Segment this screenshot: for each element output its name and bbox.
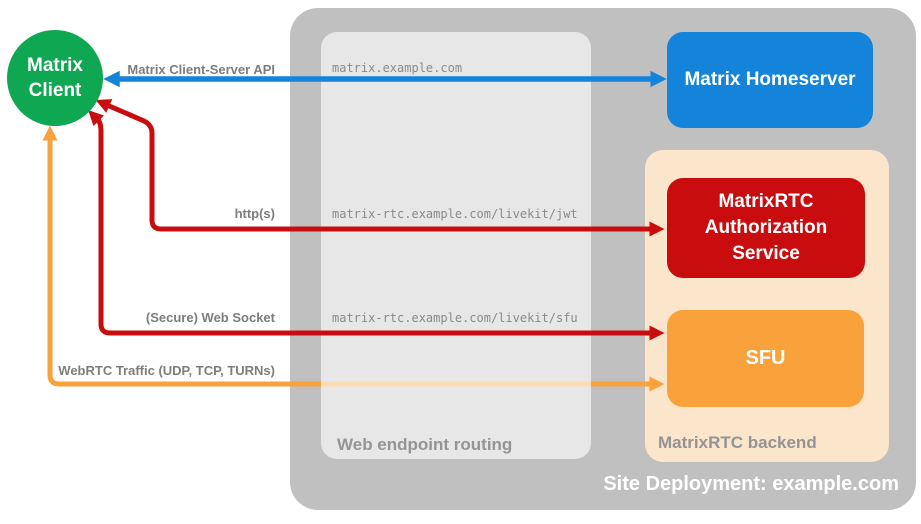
- https-arrow-label: http(s): [234, 206, 275, 221]
- client-server-api-arrow-label: Matrix Client-Server API: [127, 62, 275, 77]
- site-deployment-label: Site Deployment: example.com: [603, 473, 899, 495]
- endpoint-url-livekit-jwt: matrix-rtc.example.com/livekit/jwt: [332, 207, 578, 221]
- matrix-homeserver-label: Matrix Homeserver: [684, 69, 856, 90]
- sfu-node: SFU: [667, 310, 864, 407]
- matrixrtc-authorization-service-node: MatrixRTC Authorization Service: [667, 178, 865, 278]
- matrixrtc-backend-label: MatrixRTC backend: [658, 433, 817, 452]
- websocket-arrow-label: (Secure) Web Socket: [145, 310, 275, 325]
- matrix-client-label-line1: Matrix: [27, 55, 83, 76]
- web-endpoint-routing-label: Web endpoint routing: [337, 435, 513, 454]
- matrix-client-node: Matrix Client: [7, 30, 103, 126]
- endpoint-url-homeserver: matrix.example.com: [332, 61, 463, 75]
- matrixrtc-authorization-service-label: MatrixRTC Authorization Service: [704, 191, 828, 264]
- endpoint-url-livekit-sfu: matrix-rtc.example.com/livekit/sfu: [332, 311, 578, 325]
- web-endpoint-routing-box: matrix.example.com matrix-rtc.example.co…: [321, 32, 591, 459]
- sfu-label: SFU: [745, 347, 786, 369]
- matrix-client-label-line2: Client: [28, 80, 82, 101]
- matrix-homeserver-node: Matrix Homeserver: [667, 32, 873, 128]
- webrtc-traffic-arrow-label: WebRTC Traffic (UDP, TCP, TURNs): [58, 363, 275, 378]
